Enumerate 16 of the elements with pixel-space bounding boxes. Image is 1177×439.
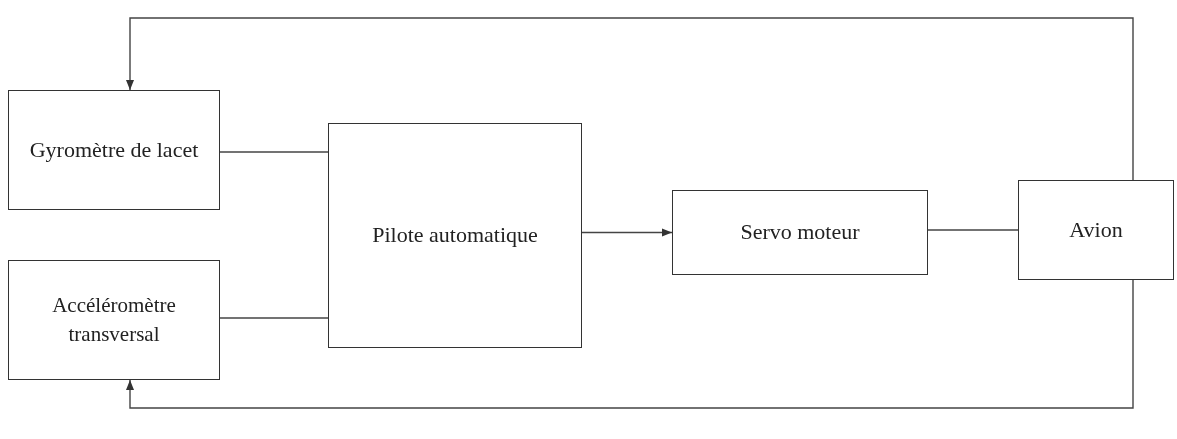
block-label: Servo moteur bbox=[740, 218, 860, 247]
block-label: Accéléromètre transversal bbox=[51, 291, 177, 348]
block-label: Pilote automatique bbox=[372, 221, 538, 250]
block-box bbox=[8, 90, 220, 210]
block-label: Avion bbox=[1069, 215, 1123, 244]
connector-line bbox=[219, 317, 329, 319]
block-box bbox=[1018, 180, 1174, 280]
arrow bbox=[126, 17, 1134, 181]
block-box bbox=[672, 190, 928, 275]
arrow bbox=[126, 279, 1134, 409]
connector-line bbox=[927, 229, 1019, 231]
connector-line bbox=[219, 151, 329, 153]
block-box bbox=[8, 260, 220, 380]
block-box bbox=[328, 123, 582, 348]
arrow bbox=[581, 228, 673, 237]
block-label: Gyromètre de lacet bbox=[29, 135, 199, 164]
